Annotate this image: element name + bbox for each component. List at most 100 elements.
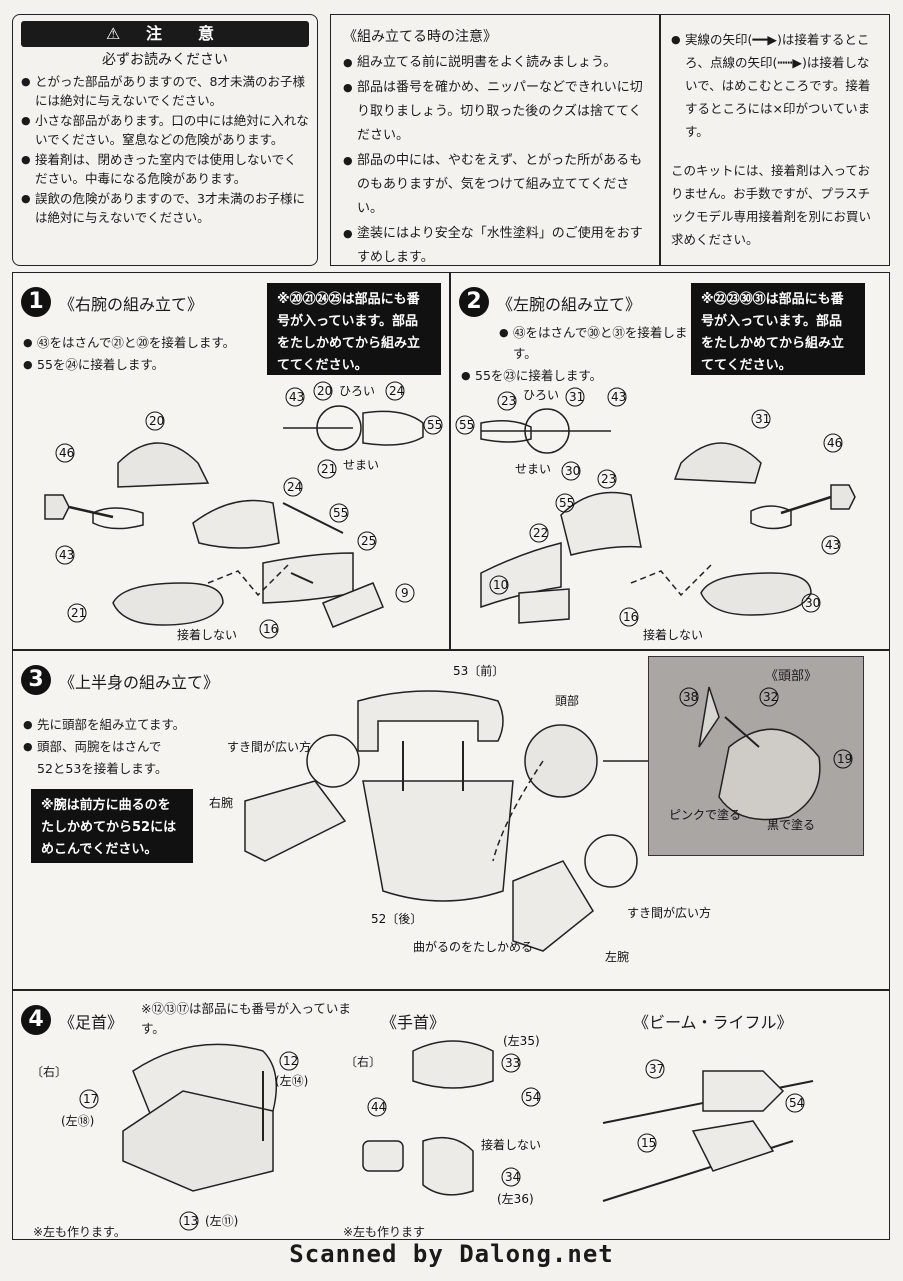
ankle-note: ※⑫⑬⑰は部品にも番号が入っています。	[141, 1001, 351, 1036]
step3-instructions: 先に頭部を組み立てます。 頭部、両腕をはさんで 52と53を接着します。	[23, 713, 243, 779]
part-23: 23	[501, 394, 516, 408]
part-19: 19	[837, 752, 852, 766]
head-inset-panel: 《頭部》 38 32 19 ピンクで塗る 黒で塗る	[648, 656, 864, 856]
step1-callout: ※⑳㉑㉔㉕は部品にも番号が入っています。部品をたしかめてから組み立ててください。	[267, 283, 441, 375]
head-inset-title: 《頭部》	[765, 669, 818, 684]
warning-title-text: 注 意	[145, 24, 224, 43]
step1-step: ㊸をはさんで㉑と⑳を接着します。	[23, 332, 273, 353]
part-30-main: 30	[805, 596, 820, 610]
part-20-main: 20	[149, 414, 164, 428]
part-25: 25	[361, 534, 376, 548]
part-24: 24	[389, 384, 404, 398]
step1-panel: 1 《右腕の組み立て》 ㊸をはさんで㉑と⑳を接着します。 55を㉔に接着します。…	[12, 272, 450, 650]
warning-item: 誤飲の危険がありますので、3才未満のお子様には絶対に与えないでください。	[21, 189, 309, 227]
step3-title: 《上半身の組み立て》	[59, 673, 220, 692]
step3-number: 3	[21, 665, 51, 695]
step2-title: 《左腕の組み立て》	[497, 295, 642, 314]
step2-panel: 2 《左腕の組み立て》 ㊸をはさんで㉚と㉛を接着します。 55を㉓に接着します。…	[450, 272, 890, 650]
assembly-notes-box: 《組み立てる時の注意》 組み立てる前に説明書をよく読みましょう。 部品は番号を確…	[330, 14, 660, 266]
step3-diagram: 53〔前〕 頭部 すき間が広い方 右腕 52〔後〕 すき間が広い方 左腕 曲がる…	[209, 663, 711, 964]
step3-step: 頭部、両腕をはさんで	[23, 736, 243, 757]
glue-not-included-text: このキットには、接着剤は入っておりません。お手数ですが、プラスチックモデル専用接…	[671, 163, 872, 247]
step2-step: 55を㉓に接着します。	[461, 365, 689, 386]
part-37: 37	[649, 1062, 664, 1076]
part-11-left: (左⑪)	[205, 1213, 238, 1228]
step2-instructions: ㊸をはさんで㉚と㉛を接着します。 55を㉓に接着します。	[461, 321, 689, 387]
part-43: 43	[289, 390, 304, 404]
label-no-glue: 接着しない	[177, 627, 237, 642]
label-left-arm: 左腕	[605, 949, 629, 964]
label-right-arm: 右腕	[209, 795, 233, 810]
part-33: 33	[505, 1056, 520, 1070]
label-gap-wide-right: すき間が広い方	[227, 739, 311, 754]
note-item: 部品の中には、やむをえず、とがった所があるものもありますが、気をつけて組み立てて…	[343, 149, 647, 221]
part-31: 31	[569, 390, 584, 404]
label-check-bend: 曲がるのをたしかめる	[413, 939, 533, 954]
ankle-right-label: 〔右〕	[31, 1065, 68, 1079]
arrow-legend-box: 実線の矢印(━━▶)は接着するところ、点線の矢印(┅┅▶)は接着しないで、はめこ…	[660, 14, 890, 266]
part-43: 43	[611, 390, 626, 404]
part-9: 9	[401, 586, 409, 600]
label-wide: ひろい	[339, 384, 375, 398]
part-12: 12	[283, 1054, 298, 1068]
part-16: 16	[623, 610, 638, 624]
step4-diagram: 12 (左⑭) 17 (左⑱) 13 (左⑪) (左35) 33 44 54 接…	[61, 1033, 814, 1231]
part-10: 10	[493, 578, 508, 592]
part-43-main: 43	[59, 548, 74, 562]
part-20: 20	[317, 384, 332, 398]
part-55-main: 55	[559, 496, 574, 510]
wrist-footnote: ※左も作ります	[343, 1225, 426, 1239]
scan-credit: Scanned by Dalong.net	[289, 1240, 614, 1268]
part-55: 55	[459, 418, 474, 432]
part-46: 46	[827, 436, 842, 450]
label-head: 頭部	[555, 693, 579, 708]
step4-panel: 4 《足首》 ※⑫⑬⑰は部品にも番号が入っています。 〔右〕 《手首》 〔右〕 …	[12, 990, 890, 1240]
wrist-right-label: 〔右〕	[345, 1055, 382, 1069]
step2-diagram: 55 23 ひろい 31 43 せまい 30 31 46 43 30 23 55…	[455, 387, 856, 642]
part-14-left: (左⑭)	[275, 1073, 308, 1088]
step1-instructions: ㊸をはさんで㉑と⑳を接着します。 55を㉔に接着します。	[23, 331, 273, 376]
label-gap-wide-left: すき間が広い方	[627, 905, 711, 920]
part-36-left: (左36)	[497, 1191, 534, 1206]
step1-title: 《右腕の組み立て》	[59, 295, 204, 314]
part-44: 44	[371, 1100, 386, 1114]
part-38: 38	[683, 690, 698, 704]
step1-diagram: 43 20 ひろい 24 55 21 せまい 20 46 43 21 24 55…	[44, 381, 443, 642]
step1-step: 55を㉔に接着します。	[23, 354, 273, 375]
label-narrow: せまい	[343, 458, 379, 472]
label-pink: ピンクで塗る	[669, 807, 741, 822]
part-34: 34	[505, 1170, 520, 1184]
part-43-main: 43	[825, 538, 840, 552]
note-item: 塗装にはより安全な「水性塗料」のご使用をおすすめします。	[343, 222, 647, 270]
part-16: 16	[263, 622, 278, 636]
ankle-title: 《足首》	[59, 1013, 124, 1032]
part-24-main: 24	[287, 480, 302, 494]
part-23-main: 23	[601, 472, 616, 486]
safety-warning-box: ⚠ 注 意 必ずお読みください とがった部品がありますので、8才未満のお子様には…	[12, 14, 318, 266]
label-back: 52〔後〕	[371, 912, 422, 926]
part-17: 17	[83, 1092, 98, 1106]
part-21-main: 21	[71, 606, 86, 620]
part-55: 55	[427, 418, 442, 432]
rifle-title: 《ビーム・ライフル》	[633, 1013, 793, 1032]
label-wide: ひろい	[523, 388, 559, 402]
step2-step: ㊸をはさんで㉚と㉛を接着します。	[499, 322, 689, 364]
assembly-notes-title: 《組み立てる時の注意》	[343, 29, 497, 45]
label-no-glue: 接着しない	[643, 627, 703, 642]
part-54: 54	[525, 1090, 540, 1104]
part-55-main: 55	[333, 506, 348, 520]
wrist-no-glue: 接着しない	[481, 1137, 541, 1152]
step3-step: 先に頭部を組み立てます。	[23, 714, 243, 735]
part-32: 32	[763, 690, 778, 704]
step2-callout: ※㉒㉓㉚㉛は部品にも番号が入っています。部品をたしかめてから組み立ててください。	[691, 283, 865, 375]
note-item: 組み立てる前に説明書をよく読みましょう。	[343, 51, 647, 75]
part-35-left: (左35)	[503, 1033, 540, 1048]
step3-callout: ※腕は前方に曲るのをたしかめてから52にはめこんでください。	[31, 789, 193, 863]
step3-step: 52と53を接着します。	[37, 761, 168, 776]
warning-item: とがった部品がありますので、8才未満のお子様には絶対に与えないでください。	[21, 72, 309, 110]
note-item: 部品は番号を確かめ、ニッパーなどできれいに切り取りましょう。切り取った後のクズは…	[343, 76, 647, 148]
part-31-main: 31	[755, 412, 770, 426]
part-30: 30	[565, 464, 580, 478]
part-18-left: (左⑱)	[61, 1113, 94, 1128]
part-15: 15	[641, 1136, 656, 1150]
